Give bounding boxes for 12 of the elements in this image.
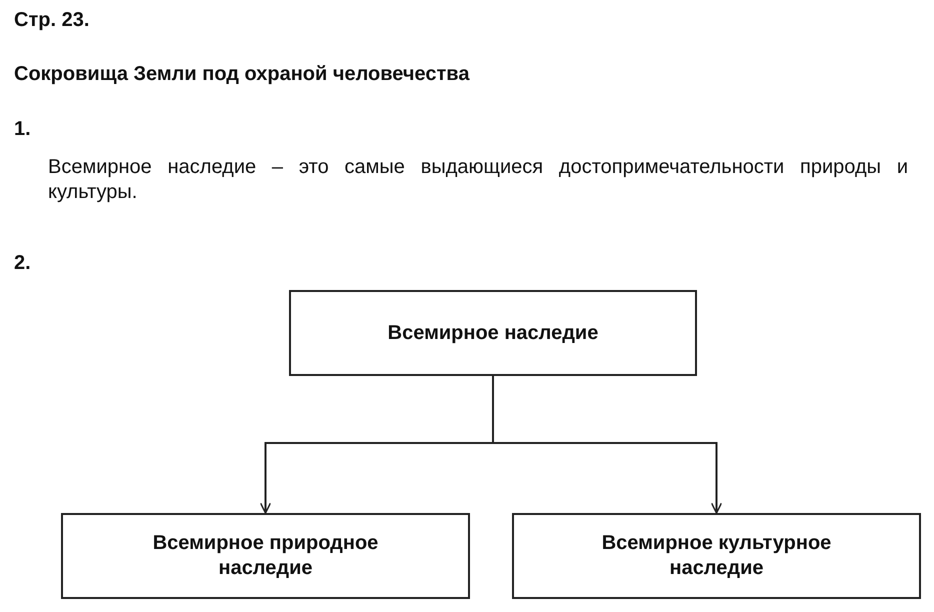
definition-text: Всемирное наследие – это самые выдающиеся достопримечательности природы и культуры.: [48, 155, 908, 205]
process-box: [61, 513, 470, 599]
box-text: Всемирное природное наследие: [152, 531, 380, 581]
section-heading: Сокровища Земли под охраной человечества: [14, 62, 471, 87]
arrow: [492, 376, 722, 514]
text-label: 1.: [14, 117, 32, 142]
process-box: [289, 290, 697, 376]
text-label: Стр. 23.: [14, 8, 90, 33]
text-label: 2.: [14, 251, 32, 276]
process-box: [512, 513, 921, 599]
box-text: Всемирное наследие: [388, 320, 598, 346]
box-text: Всемирное культурное наследие: [600, 531, 832, 581]
